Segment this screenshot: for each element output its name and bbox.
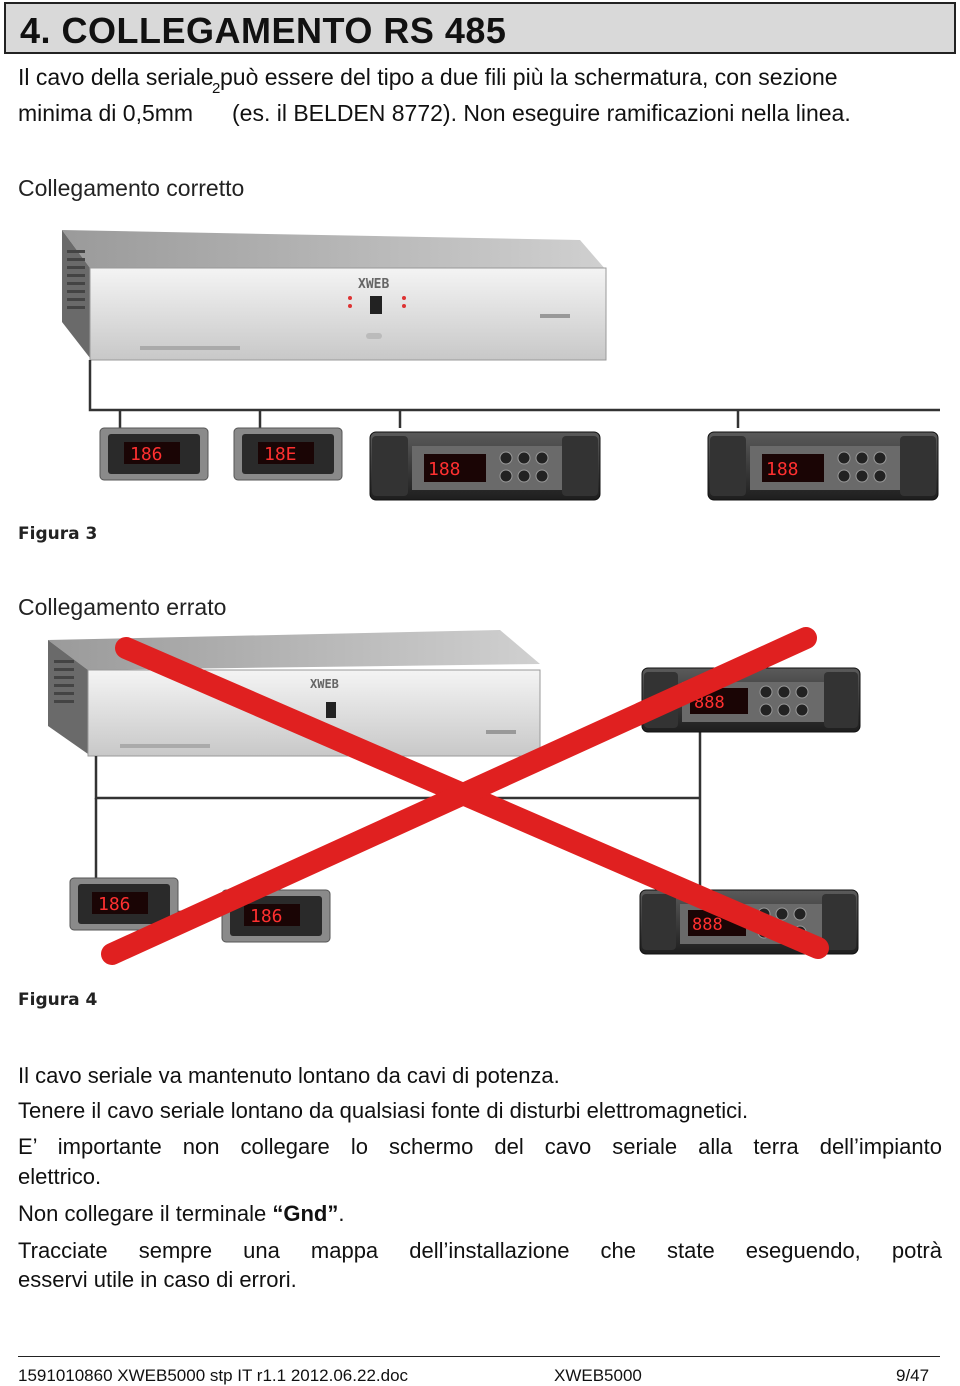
display-value: 888 xyxy=(694,693,725,713)
section-heading: 4. COLLEGAMENTO RS 485 xyxy=(4,2,956,54)
display-value: 188 xyxy=(766,459,799,480)
intro-line-2b: (es. il BELDEN 8772). Non eseguire ramif… xyxy=(232,100,851,126)
gnd-terminal-label: “Gnd” xyxy=(272,1201,339,1226)
note-1: Il cavo seriale va mantenuto lontano da … xyxy=(18,1063,560,1088)
section-title: 4. COLLEGAMENTO RS 485 xyxy=(20,10,507,51)
note-4: Non collegare il terminale “Gnd”. xyxy=(18,1199,942,1229)
note-5-line-1: Tracciate sempre una mappa dell’installa… xyxy=(18,1238,942,1263)
note-3-line-2: elettrico. xyxy=(18,1164,102,1189)
note-4-end: . xyxy=(338,1201,345,1226)
controller-large-2: 188 xyxy=(707,431,939,501)
display-value: 186 xyxy=(98,894,131,915)
display-value: 188 xyxy=(428,459,461,480)
note-4-text: Non collegare il terminale xyxy=(18,1201,273,1226)
controller-small-1: 186 xyxy=(99,427,209,481)
footer-divider xyxy=(18,1356,940,1357)
rs485-bus xyxy=(88,360,940,428)
usb-port xyxy=(370,296,382,314)
display-value: 186 xyxy=(130,444,163,465)
note-3-line-1: E’ importante non collegare lo schermo d… xyxy=(18,1134,942,1159)
note-2: Tenere il cavo seriale lontano da qualsi… xyxy=(18,1098,749,1123)
controller-small-2: 18E xyxy=(233,427,343,481)
figure3-title: Collegamento corretto xyxy=(18,175,245,201)
display-value: 18E xyxy=(264,444,297,465)
footer-product: XWEB5000 xyxy=(554,1366,642,1385)
display-value: 186 xyxy=(250,906,283,927)
usb-port xyxy=(326,702,336,718)
figure3-illustration: XWEB 186 18E 188 xyxy=(62,230,940,501)
display-value: 888 xyxy=(692,915,723,935)
server-logo: XWEB xyxy=(358,277,389,292)
figure4-illustration: XWEB 186 186 888 xyxy=(48,627,861,965)
intro-line-1: Il cavo della seriale può essere del tip… xyxy=(18,64,838,90)
intro-line-2a: minima di 0,5mm xyxy=(18,100,194,126)
footer-doc-id: 1591010860 XWEB5000 stp IT r1.1 2012.06.… xyxy=(18,1366,409,1385)
figure3-caption: Figura 3 xyxy=(18,524,98,544)
controller-large-1: 188 xyxy=(369,431,601,501)
server-box: XWEB xyxy=(62,230,607,361)
server-logo: XWEB xyxy=(310,677,339,691)
controller-small-1: 186 xyxy=(69,877,179,931)
footer-page-number: 9/47 xyxy=(896,1366,930,1385)
figure4-title: Collegamento errato xyxy=(18,594,227,620)
note-5-line-2: esservi utile in caso di errori. xyxy=(18,1267,297,1292)
wrong-cross-mark xyxy=(101,627,829,965)
superscript-2: 2 xyxy=(212,80,221,97)
figure4-caption: Figura 4 xyxy=(18,990,98,1010)
